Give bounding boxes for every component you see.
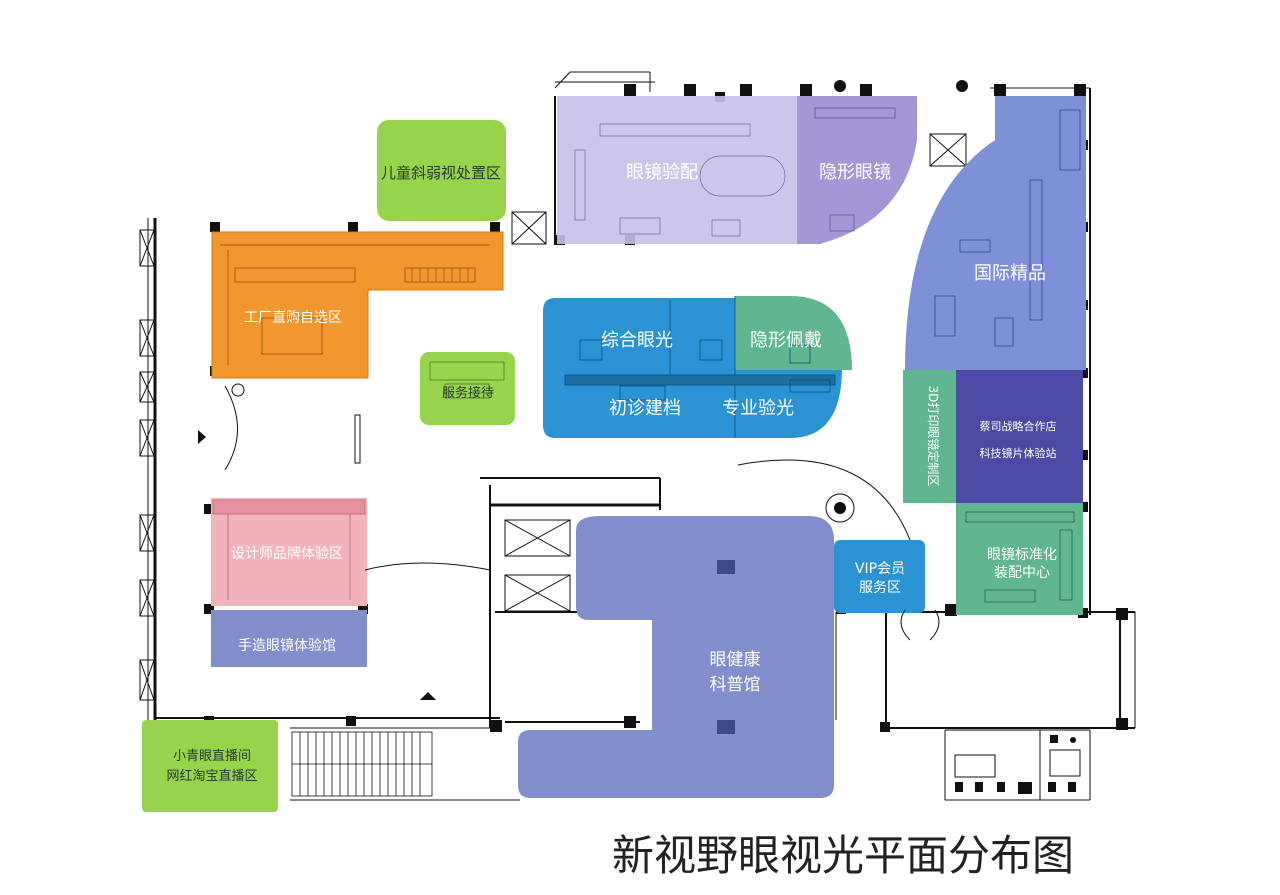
- zone-designer-brand[interactable]: [211, 498, 367, 606]
- zone-contact-lens-wearing-label: 隐形佩戴: [750, 330, 822, 351]
- zone-contact-lens[interactable]: [797, 96, 917, 244]
- zone-comprehensive-optometry-label: 综合眼光: [601, 330, 673, 351]
- zone-handmade-glasses[interactable]: [211, 610, 367, 667]
- zone-zeiss-partner[interactable]: [956, 370, 1083, 503]
- glasses-fitting-fixtures: [574, 123, 786, 237]
- elevator-restroom-icons: [955, 735, 1076, 794]
- zone-glasses-fitting-label: 眼镜验配: [626, 162, 698, 183]
- zone-eye-health[interactable]: [518, 516, 834, 798]
- zone-standard-assembly-line2: 装配中心: [994, 565, 1050, 581]
- optometry-fixtures: [564, 296, 836, 438]
- zone-contact-lens-label: 隐形眼镜: [819, 162, 891, 183]
- zone-glasses-fitting[interactable]: [557, 96, 797, 244]
- window-bays: [139, 229, 155, 701]
- door-markers: [504, 133, 967, 612]
- zone-factory-direct-label: 工厂直购自选区: [244, 309, 342, 326]
- zone-contact-lens-wearing[interactable]: [735, 296, 852, 370]
- zone-designer-brand-label: 设计师品牌体验区: [231, 545, 343, 562]
- service-counter: [429, 361, 505, 399]
- zone-zeiss-partner-line1: 蔡司战略合作店: [980, 419, 1057, 433]
- factory-direct-fixtures: [220, 244, 490, 365]
- zone-vip-line1: VIP会员: [855, 561, 905, 577]
- floor-marks: [224, 383, 1081, 778]
- zone-vip-line2: 服务区: [859, 580, 901, 596]
- zone-service-reception[interactable]: [420, 352, 515, 425]
- eye-health-fixture-bottom: [717, 720, 735, 734]
- contact-lens-fixtures: [814, 107, 896, 232]
- zone-livestream[interactable]: [142, 720, 278, 812]
- zone-factory-direct[interactable]: [211, 231, 504, 379]
- zone-livestream-line1: 小青眼直播间: [173, 749, 251, 764]
- zone-zeiss-partner-line2: 科技镜片体验站: [980, 446, 1057, 460]
- zone-international-boutique-label: 国际精品: [974, 263, 1046, 284]
- zone-livestream-line2: 网红淘宝直播区: [166, 768, 257, 784]
- zone-children-strabismus[interactable]: [377, 120, 506, 221]
- zone-eye-health-line1: 眼健康: [710, 650, 761, 670]
- page-title: 新视野眼视光平面分布图: [612, 831, 1074, 880]
- zone-3d-printing-label: 3D打印眼镜定制区: [926, 386, 941, 487]
- zone-handmade-glasses-label: 手造眼镜体验馆: [238, 638, 336, 654]
- zone-professional-optometry-label: 专业验光: [722, 398, 794, 419]
- designer-brand-fixtures: [212, 499, 366, 600]
- zone-eye-health-line2: 科普馆: [710, 675, 761, 695]
- zone-children-strabismus-label: 儿童斜弱视处置区: [381, 164, 501, 182]
- pillar-ring: [825, 493, 855, 523]
- eye-health-fixture-top: [717, 560, 735, 574]
- boutique-fixtures: [934, 109, 1081, 347]
- zone-vip-service[interactable]: [834, 540, 925, 613]
- assembly-fixtures: [965, 511, 1075, 603]
- zone-3d-printing[interactable]: [903, 370, 956, 503]
- stair-up-arrow-icon: [420, 692, 436, 700]
- entrance-arrow-icon: [198, 430, 206, 444]
- zone-international-boutique[interactable]: [905, 96, 1086, 370]
- zone-first-visit-label: 初诊建档: [609, 398, 681, 419]
- staircase: [291, 731, 433, 797]
- zone-standard-assembly-line1: 眼镜标准化: [987, 547, 1057, 563]
- zone-service-reception-label: 服务接待: [442, 385, 494, 401]
